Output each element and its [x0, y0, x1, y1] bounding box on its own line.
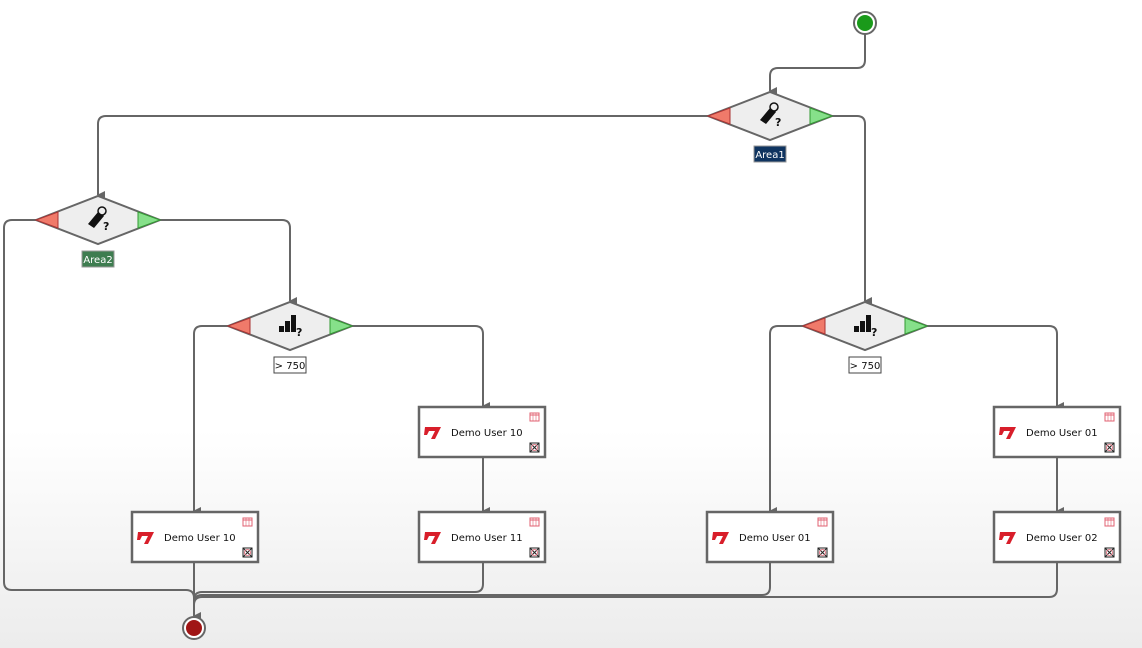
start-circle-icon	[857, 15, 873, 31]
edge-area2-no	[3, 219, 201, 620]
no-branch-handle[interactable]	[226, 317, 251, 335]
edge-d3-yes	[352, 325, 490, 410]
task-name: Demo User 01	[739, 533, 811, 544]
no-branch-handle[interactable]	[801, 317, 826, 335]
remove-icon[interactable]	[529, 547, 540, 558]
task-name: Demo User 01	[1026, 428, 1098, 439]
end-node[interactable]	[182, 616, 206, 640]
remove-icon[interactable]	[1104, 442, 1115, 453]
edge-area1-yes	[832, 115, 872, 305]
calendar-icon[interactable]	[529, 517, 540, 527]
remove-icon[interactable]	[1104, 547, 1115, 558]
calendar-icon[interactable]	[1104, 517, 1115, 527]
yes-branch-handle[interactable]	[329, 317, 354, 335]
task-node[interactable]: Demo User 10	[130, 510, 260, 564]
edge-area1-no	[97, 115, 708, 199]
task-node[interactable]: Demo User 01	[992, 405, 1122, 459]
decision-score-left[interactable]: > 750	[225, 300, 355, 374]
edge-task6-end	[193, 562, 1058, 606]
yes-branch-handle[interactable]	[904, 317, 929, 335]
task-name: Demo User 02	[1026, 533, 1098, 544]
task-node[interactable]: Demo User 02	[992, 510, 1122, 564]
task-name: Demo User 11	[451, 533, 523, 544]
task-name: Demo User 10	[451, 428, 523, 439]
connectors	[3, 33, 1064, 620]
decision-label: Area1	[755, 150, 784, 161]
task-node[interactable]: Demo User 01	[705, 510, 835, 564]
remove-icon[interactable]	[529, 442, 540, 453]
remove-icon[interactable]	[817, 547, 828, 558]
calendar-icon[interactable]	[817, 517, 828, 527]
edge-start-to-area1	[769, 33, 866, 95]
task-node[interactable]: Demo User 10	[417, 405, 547, 459]
remove-icon[interactable]	[242, 547, 253, 558]
end-circle-icon	[186, 620, 202, 636]
no-branch-handle[interactable]	[706, 107, 731, 125]
edge-task4-end	[193, 562, 771, 604]
yes-branch-handle[interactable]	[137, 211, 162, 229]
decision-score-right[interactable]: > 750	[800, 300, 930, 374]
decision-label: > 750	[850, 361, 881, 372]
no-branch-handle[interactable]	[34, 211, 59, 229]
edge-d3-no	[193, 325, 228, 515]
start-node[interactable]	[853, 11, 877, 35]
yes-branch-handle[interactable]	[809, 107, 834, 125]
edge-area2-yes	[160, 219, 297, 305]
calendar-icon[interactable]	[1104, 412, 1115, 422]
task-node[interactable]: Demo User 11	[417, 510, 547, 564]
task-name: Demo User 10	[164, 533, 236, 544]
decision-area2[interactable]: Area2	[33, 194, 163, 268]
decision-label: Area2	[83, 255, 112, 266]
decision-label: > 750	[275, 361, 306, 372]
edge-d4-no	[769, 325, 803, 515]
calendar-icon[interactable]	[242, 517, 253, 527]
calendar-icon[interactable]	[529, 412, 540, 422]
edge-task3-end	[193, 562, 484, 601]
edge-d4-yes	[927, 325, 1064, 410]
decision-area1[interactable]: Area1	[705, 90, 835, 163]
